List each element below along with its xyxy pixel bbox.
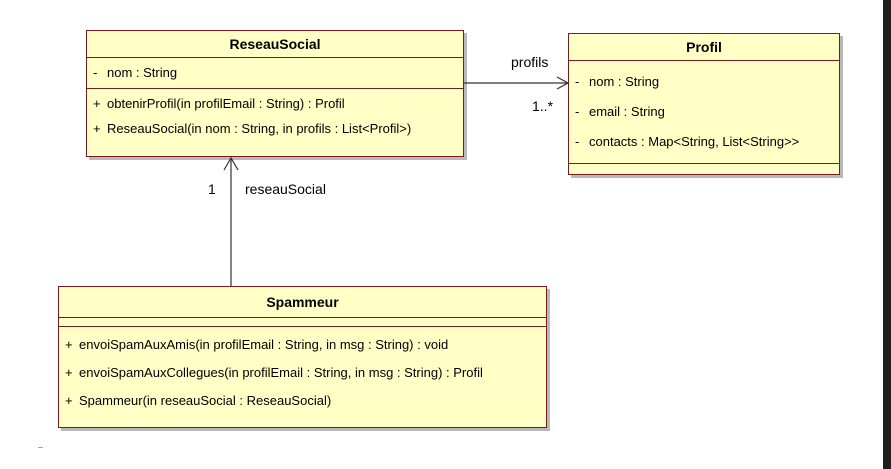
window-edge bbox=[883, 0, 891, 469]
class-name-profil: Profil bbox=[569, 34, 839, 61]
operation-envoi-spam-aux-collegues: +envoiSpamAuxCollegues(in profilEmail : … bbox=[65, 365, 483, 380]
operation-reseau-social-constructor: +ReseauSocial(in nom : String, in profil… bbox=[93, 121, 412, 136]
multiplicity-label-reseau-social: 1 bbox=[208, 181, 216, 197]
role-label-profils: profils bbox=[511, 54, 548, 70]
operation-obtenir-profil: +obtenirProfil(in profilEmail : String) … bbox=[93, 96, 345, 111]
attributes-compartment: -nom : String -email : String -contacts … bbox=[569, 61, 839, 164]
class-profil[interactable]: Profil -nom : String -email : String -co… bbox=[568, 33, 840, 175]
operation-envoi-spam-aux-amis: +envoiSpamAuxAmis(in profilEmail : Strin… bbox=[65, 337, 449, 352]
operations-compartment: +envoiSpamAuxAmis(in profilEmail : Strin… bbox=[59, 327, 546, 418]
class-reseau-social[interactable]: ReseauSocial -nom : String +obtenirProfi… bbox=[86, 30, 464, 157]
attributes-compartment-empty bbox=[59, 318, 546, 327]
multiplicity-label-profils: 1..* bbox=[532, 98, 554, 114]
role-label-reseau-social: reseauSocial bbox=[245, 181, 326, 197]
class-name-spammeur: Spammeur bbox=[59, 287, 546, 318]
attributes-compartment: -nom : String bbox=[87, 58, 463, 89]
class-spammeur[interactable]: Spammeur +envoiSpamAuxAmis(in profilEmai… bbox=[58, 286, 547, 428]
arrowhead-reseau-social-icon bbox=[223, 156, 239, 171]
operation-spammeur-constructor: +Spammeur(in reseauSocial : ReseauSocial… bbox=[65, 393, 332, 408]
class-name-reseau-social: ReseauSocial bbox=[87, 31, 463, 58]
attribute-nom: -nom : String bbox=[575, 74, 660, 89]
arrowhead-profils-icon bbox=[556, 76, 570, 90]
attribute-email: -email : String bbox=[575, 104, 665, 119]
attribute-nom: -nom : String bbox=[93, 65, 178, 80]
attribute-contacts: -contacts : Map<String, List<String>> bbox=[575, 134, 800, 149]
stray-mark bbox=[38, 447, 43, 448]
operations-compartment: +obtenirProfil(in profilEmail : String) … bbox=[87, 89, 463, 144]
